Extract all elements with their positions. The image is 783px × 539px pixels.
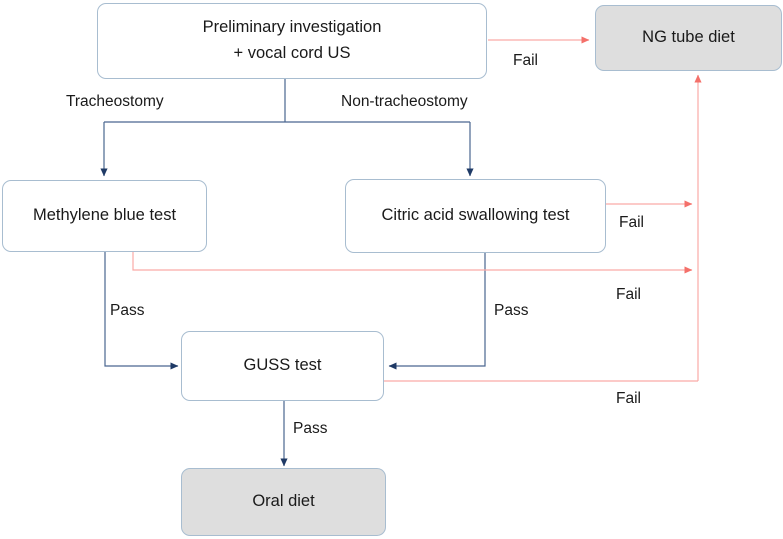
node-citric-acid-swallowing-test[interactable]: Citric acid swallowing test — [345, 179, 606, 253]
node-guss-test[interactable]: GUSS test — [181, 331, 384, 401]
node-methylene-blue-test-label: Methylene blue test — [32, 206, 177, 225]
node-methylene-blue-test[interactable]: Methylene blue test — [2, 180, 207, 252]
edge-label-fail-guss: Fail — [616, 390, 641, 407]
node-oral-diet[interactable]: Oral diet — [181, 468, 386, 536]
edge-methylene-pass-to-guss — [104, 251, 179, 370]
node-preliminary-label-line2: + vocal cord US — [233, 44, 351, 62]
edge-label-pass-citric: Pass — [494, 302, 529, 319]
edge-citric-pass-to-guss — [388, 253, 486, 370]
edge-methylene-fail-to-rail — [132, 252, 693, 274]
node-ng-tube-diet-label: NG tube diet — [642, 28, 735, 47]
node-preliminary-investigation[interactable]: Preliminary investigation + vocal cord U… — [97, 3, 487, 79]
node-guss-test-label: GUSS test — [243, 356, 322, 375]
node-citric-acid-swallowing-test-label: Citric acid swallowing test — [381, 206, 570, 225]
edge-label-fail-preliminary: Fail — [513, 52, 538, 69]
node-oral-diet-label: Oral diet — [252, 492, 315, 511]
edge-label-tracheostomy: Tracheostomy — [66, 93, 164, 110]
edge-label-fail-citric: Fail — [619, 214, 644, 231]
edge-label-fail-methylene: Fail — [616, 286, 641, 303]
node-ng-tube-diet[interactable]: NG tube diet — [595, 5, 782, 71]
edge-label-pass-methylene: Pass — [110, 302, 145, 319]
edge-label-pass-guss: Pass — [293, 420, 328, 437]
edge-label-non-tracheostomy: Non-tracheostomy — [341, 93, 468, 110]
node-preliminary-label-line1: Preliminary investigation — [202, 18, 382, 37]
